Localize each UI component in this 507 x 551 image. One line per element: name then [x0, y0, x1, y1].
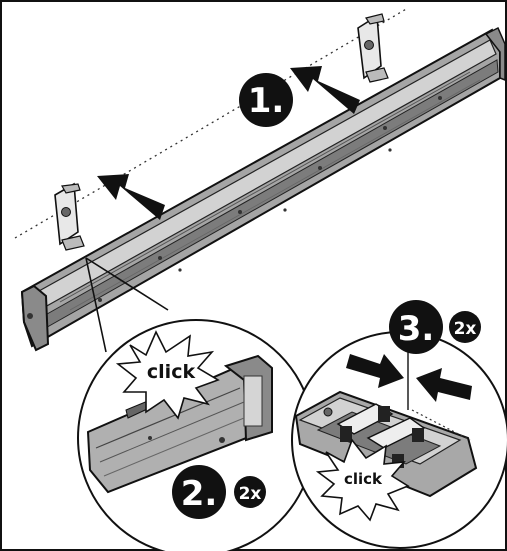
- step2-repeat-badge: 2x: [234, 476, 266, 508]
- step3-label: 3.: [398, 309, 435, 349]
- step2-repeat-label: 2x: [239, 484, 262, 504]
- arrow-step3-left: [346, 354, 404, 388]
- step2-label: 2.: [181, 474, 218, 514]
- step3-repeat-badge: 2x: [449, 311, 481, 343]
- click-label-right: click: [344, 470, 383, 488]
- magnifier-right: [291, 331, 507, 549]
- arrow-step1-left: [97, 174, 165, 220]
- mounting-line: [14, 7, 409, 239]
- step1-badge: 1.: [239, 73, 293, 127]
- step1-label: 1.: [248, 81, 285, 121]
- click-label-left: click: [147, 361, 196, 383]
- arrow-step3-right: [416, 368, 472, 402]
- step2-badge: 2.: [172, 465, 226, 519]
- mounting-clip-left: [54, 182, 85, 251]
- step3-repeat-label: 2x: [454, 319, 477, 339]
- click-burst-right: click: [315, 438, 410, 522]
- arrow-step1-right: [290, 66, 360, 114]
- step3-badge: 3.: [389, 300, 443, 354]
- luminaire-fixture: [20, 26, 506, 352]
- mounting-clip-right: [357, 13, 389, 83]
- click-burst-left: click: [115, 330, 220, 420]
